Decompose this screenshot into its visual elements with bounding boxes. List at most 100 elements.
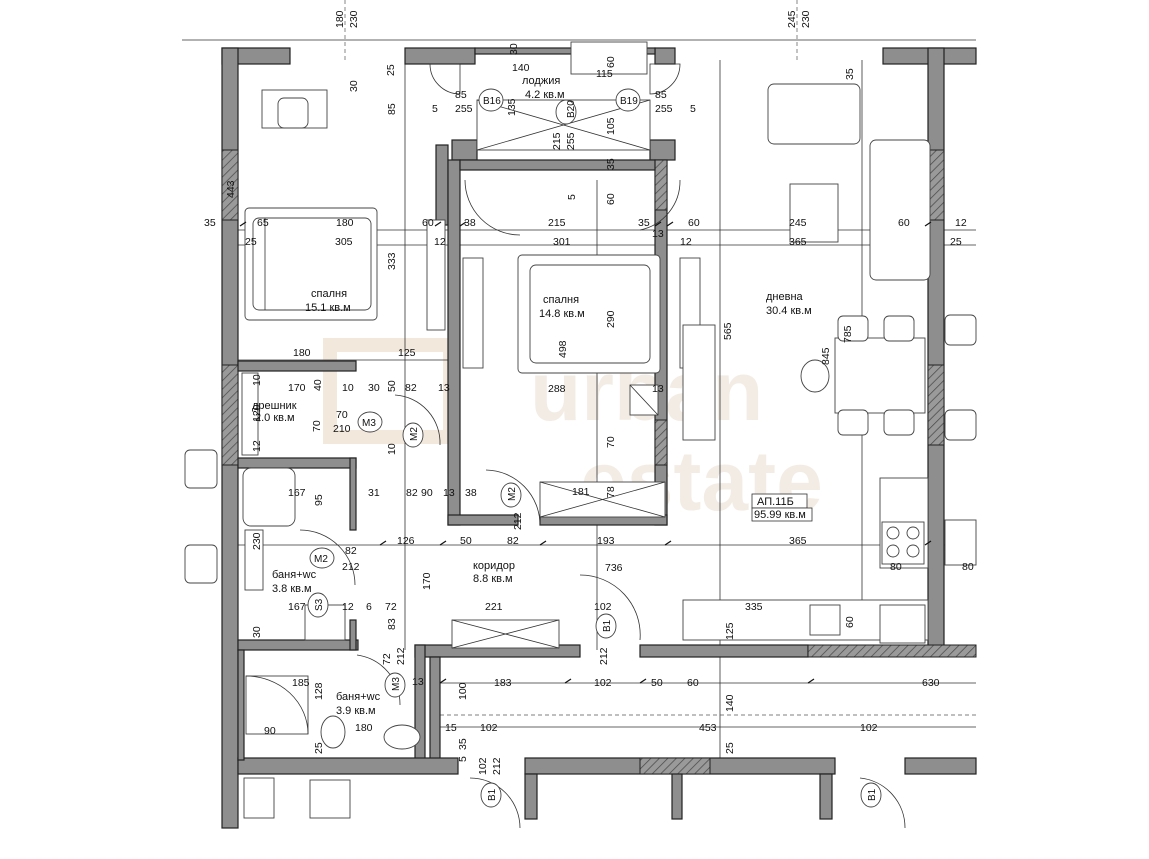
dim-top-245: 245 [786, 10, 798, 28]
dim-b1-167b: 167 [288, 601, 306, 613]
dimension-labels: 180 230 245 230 30 140 60 115 30 25 35 8… [204, 10, 974, 775]
dim-lw-15: 15 [445, 722, 457, 734]
tag-v1b: B1 [487, 788, 498, 801]
dim-br2-5: 5 [566, 194, 578, 200]
tag-m2b: M2 [507, 487, 518, 501]
dim-lw-35: 35 [457, 738, 469, 750]
dim-br1-25: 25 [245, 236, 257, 248]
dim-br1-333: 333 [386, 252, 398, 270]
dim-b1-167: 167 [288, 487, 306, 499]
dim-br1-85: 85 [386, 103, 398, 115]
dim-wd-170: 170 [288, 382, 306, 394]
room-bath1-area: 3.8 кв.м [272, 583, 312, 595]
dim-b1-31: 31 [368, 487, 380, 499]
dim-br1-180: 180 [336, 217, 354, 229]
dim-cr-212: 212 [512, 512, 524, 530]
dim-loggia-255b: 255 [565, 132, 577, 150]
dim-b1-230: 230 [251, 532, 263, 550]
dim-wd-13: 13 [438, 382, 450, 394]
dim-wd-70b: 70 [311, 420, 323, 432]
dim-lw-102c: 102 [860, 722, 878, 734]
dim-b1-82: 82 [406, 487, 418, 499]
tag-v1a: B1 [602, 619, 613, 632]
dim-wd-82: 82 [405, 382, 417, 394]
dim-lv-565: 565 [722, 322, 734, 340]
dim-wd-50: 50 [386, 380, 398, 392]
dim-lw-212b: 212 [598, 647, 610, 665]
dim-lw-185: 185 [292, 677, 310, 689]
dim-loggia-85: 85 [455, 89, 467, 101]
tag-m3b: M3 [391, 677, 402, 691]
dim-br2-13b: 13 [652, 228, 664, 240]
dim-lw-50: 50 [651, 677, 663, 689]
dim-lw-5: 5 [457, 756, 469, 762]
dim-top-35: 35 [844, 68, 856, 80]
dim-top-180: 180 [334, 10, 346, 28]
room-living-area: 30.4 кв.м [766, 305, 812, 317]
dim-br2-498: 498 [557, 340, 569, 358]
dim-lv-25: 25 [950, 236, 962, 248]
dim-b1-6: 6 [366, 601, 372, 613]
dim-cr-102: 102 [594, 601, 612, 613]
dim-lw-212c: 212 [491, 757, 503, 775]
room-wardrobe-area: 2.0 кв.м [255, 412, 295, 424]
dim-br1-65: 65 [257, 217, 269, 229]
room-loggia-area: 4.2 кв.м [525, 89, 565, 101]
dim-loggia-255: 255 [455, 103, 473, 115]
dim-b1-90: 90 [421, 487, 433, 499]
dim-br2-38: 38 [464, 217, 476, 229]
dim-loggia-35: 35 [605, 158, 617, 170]
dim-br1-12: 12 [434, 236, 446, 248]
dim-lw-60: 60 [687, 677, 699, 689]
dim-br1-35: 35 [204, 217, 216, 229]
dim-loggia-85b: 85 [655, 89, 667, 101]
dim-wd-120: 120 [251, 404, 263, 422]
apartment-area: 95.99 кв.м [754, 509, 806, 521]
dim-lv-60b: 60 [898, 217, 910, 229]
dimension-ticks [239, 221, 932, 684]
dim-b1-13: 13 [443, 487, 455, 499]
dim-lw-72: 72 [381, 653, 393, 665]
dim-cr-50: 50 [460, 535, 472, 547]
room-bedroom2-area: 14.8 кв.м [539, 308, 585, 320]
dim-wd-10c: 10 [386, 443, 398, 455]
dim-top-30: 30 [508, 43, 520, 55]
dim-cr-60: 60 [844, 616, 856, 628]
dim-cr-736: 736 [605, 562, 623, 574]
room-labels: спалня 15.1 кв.м спалня 14.8 кв.м дневна… [252, 75, 813, 717]
tag-b20: B20 [566, 100, 577, 118]
dim-lw-453: 453 [699, 722, 717, 734]
room-bath1-name: баня+wc [272, 569, 317, 581]
dim-cr-193: 193 [597, 535, 615, 547]
room-bedroom1-name: спалня [311, 288, 347, 300]
apartment-id: АП.11Б [757, 496, 794, 508]
dim-lw-140: 140 [724, 694, 736, 712]
dim-b1-30: 30 [251, 626, 263, 638]
dim-lw-128: 128 [313, 682, 325, 700]
dim-wd-70: 70 [336, 409, 348, 421]
dim-br2-290: 290 [605, 310, 617, 328]
dim-cr-126: 126 [397, 535, 415, 547]
dim-lw-90: 90 [264, 725, 276, 737]
dim-top-25: 25 [385, 64, 397, 76]
dim-cr-365: 365 [789, 535, 807, 547]
dim-lw-13: 13 [412, 676, 424, 688]
dim-br2-78: 78 [605, 486, 617, 498]
dim-lw-102: 102 [480, 722, 498, 734]
dim-cr-82: 82 [507, 535, 519, 547]
dim-top-115: 115 [596, 68, 613, 80]
dim-cr-170: 170 [421, 572, 433, 590]
tag-s3: S3 [314, 598, 325, 611]
dim-cr-80: 80 [890, 561, 902, 573]
dim-br2-70: 70 [605, 436, 617, 448]
tag-m2c: M2 [314, 554, 328, 565]
dim-b1-72: 72 [385, 601, 397, 613]
dim-br2-301: 301 [553, 236, 571, 248]
furniture [184, 41, 977, 819]
room-bath2-name: баня+wc [336, 691, 381, 703]
dim-cr-82b: 82 [345, 545, 357, 557]
dim-b1-38: 38 [465, 487, 477, 499]
dim-br2-60: 60 [605, 193, 617, 205]
room-living-name: дневна [766, 291, 804, 303]
